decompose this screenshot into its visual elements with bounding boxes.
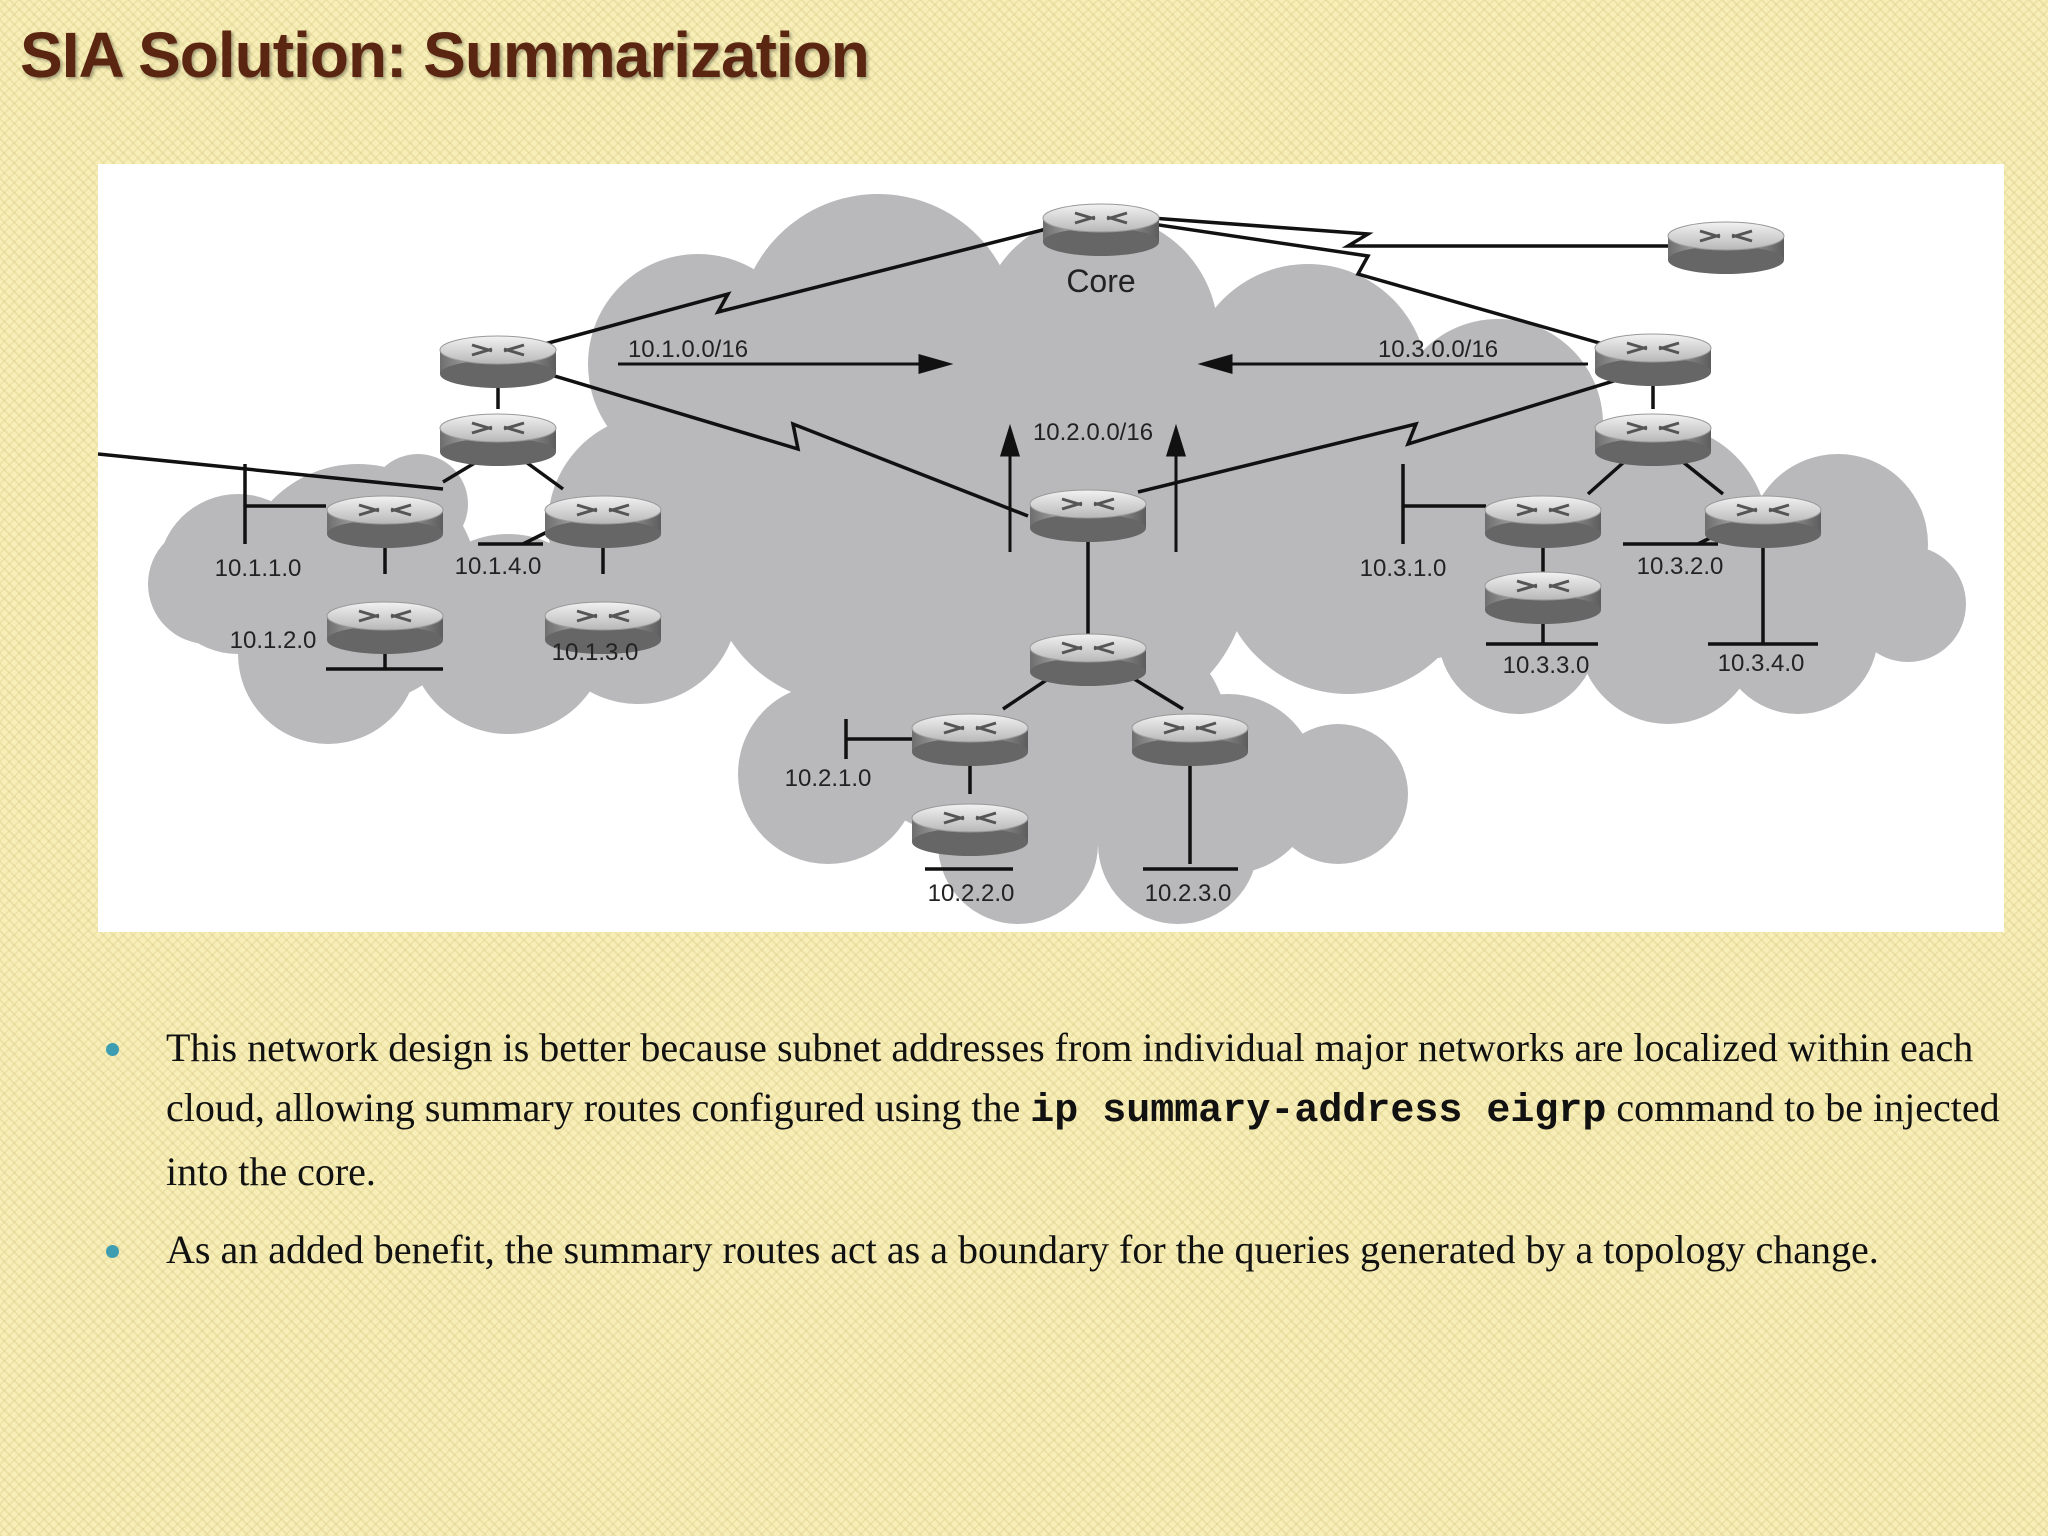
summary-label-10-1: 10.1.0.0/16 (628, 336, 748, 363)
subnet-label-10-1-4-0: 10.1.4.0 (455, 553, 542, 580)
external-router (1666, 220, 1786, 276)
bullet-text: As an added benefit, the summary routes … (166, 1227, 1879, 1272)
left-cloud (148, 454, 738, 744)
network-diagram-svg: Core 10.1.0.0/16 10.3.0.0/16 10.2.0.0/16… (98, 194, 1966, 924)
bullet-marker (106, 1245, 119, 1258)
router-10-3-1 (1483, 494, 1603, 550)
bottom-border-router (1028, 488, 1148, 544)
left-distribution-router (438, 412, 558, 468)
core-label: Core (1066, 263, 1135, 299)
bottom-distribution-router (1028, 632, 1148, 688)
summary-label-10-2: 10.2.0.0/16 (1033, 419, 1153, 446)
router-10-1-1 (325, 494, 445, 550)
router-10-1-2 (325, 600, 445, 656)
subnet-label-10-2-3-0: 10.2.3.0 (1145, 880, 1232, 907)
subnet-label-10-3-2-0: 10.3.2.0 (1637, 553, 1724, 580)
bullet-text: This network design is better because su… (166, 1025, 1974, 1130)
bullet-list: This network design is better because su… (100, 1018, 2000, 1298)
subnet-label-10-1-3-0: 10.1.3.0 (552, 639, 639, 666)
router-10-2-2 (910, 802, 1030, 858)
subnet-label-10-2-2-0: 10.2.2.0 (928, 880, 1015, 907)
subnet-label-10-3-1-0: 10.3.1.0 (1360, 555, 1447, 582)
slide-title: SIA Solution: Summarization (20, 19, 870, 91)
bullet-marker (106, 1043, 119, 1056)
core-router (1041, 202, 1161, 258)
bullet-item: This network design is better because su… (100, 1018, 2000, 1202)
router-10-2-3 (1130, 712, 1250, 768)
router-10-3-3 (1483, 570, 1603, 626)
subnet-label-10-3-3-0: 10.3.3.0 (1503, 652, 1590, 679)
router-10-2-1 (910, 712, 1030, 768)
subnet-label-10-1-2-0: 10.1.2.0 (230, 627, 317, 654)
subnet-label-10-3-4-0: 10.3.4.0 (1718, 650, 1805, 677)
subnet-label-10-1-1-0: 10.1.1.0 (215, 555, 302, 582)
right-distribution-router (1593, 412, 1713, 468)
command-text: ip summary-address eigrp (1030, 1089, 1607, 1134)
summary-label-10-3: 10.3.0.0/16 (1378, 336, 1498, 363)
left-border-router (438, 334, 558, 390)
right-border-router (1593, 332, 1713, 388)
router-10-1-4 (543, 494, 663, 550)
bullet-item: As an added benefit, the summary routes … (100, 1220, 2000, 1280)
router-10-3-2 (1703, 494, 1823, 550)
summary-arrows (618, 354, 1588, 552)
network-diagram: Core 10.1.0.0/16 10.3.0.0/16 10.2.0.0/16… (98, 164, 2004, 932)
subnet-label-10-2-1-0: 10.2.1.0 (785, 765, 872, 792)
bullet-text-continued: command to be injected into the core. (166, 1085, 2000, 1194)
